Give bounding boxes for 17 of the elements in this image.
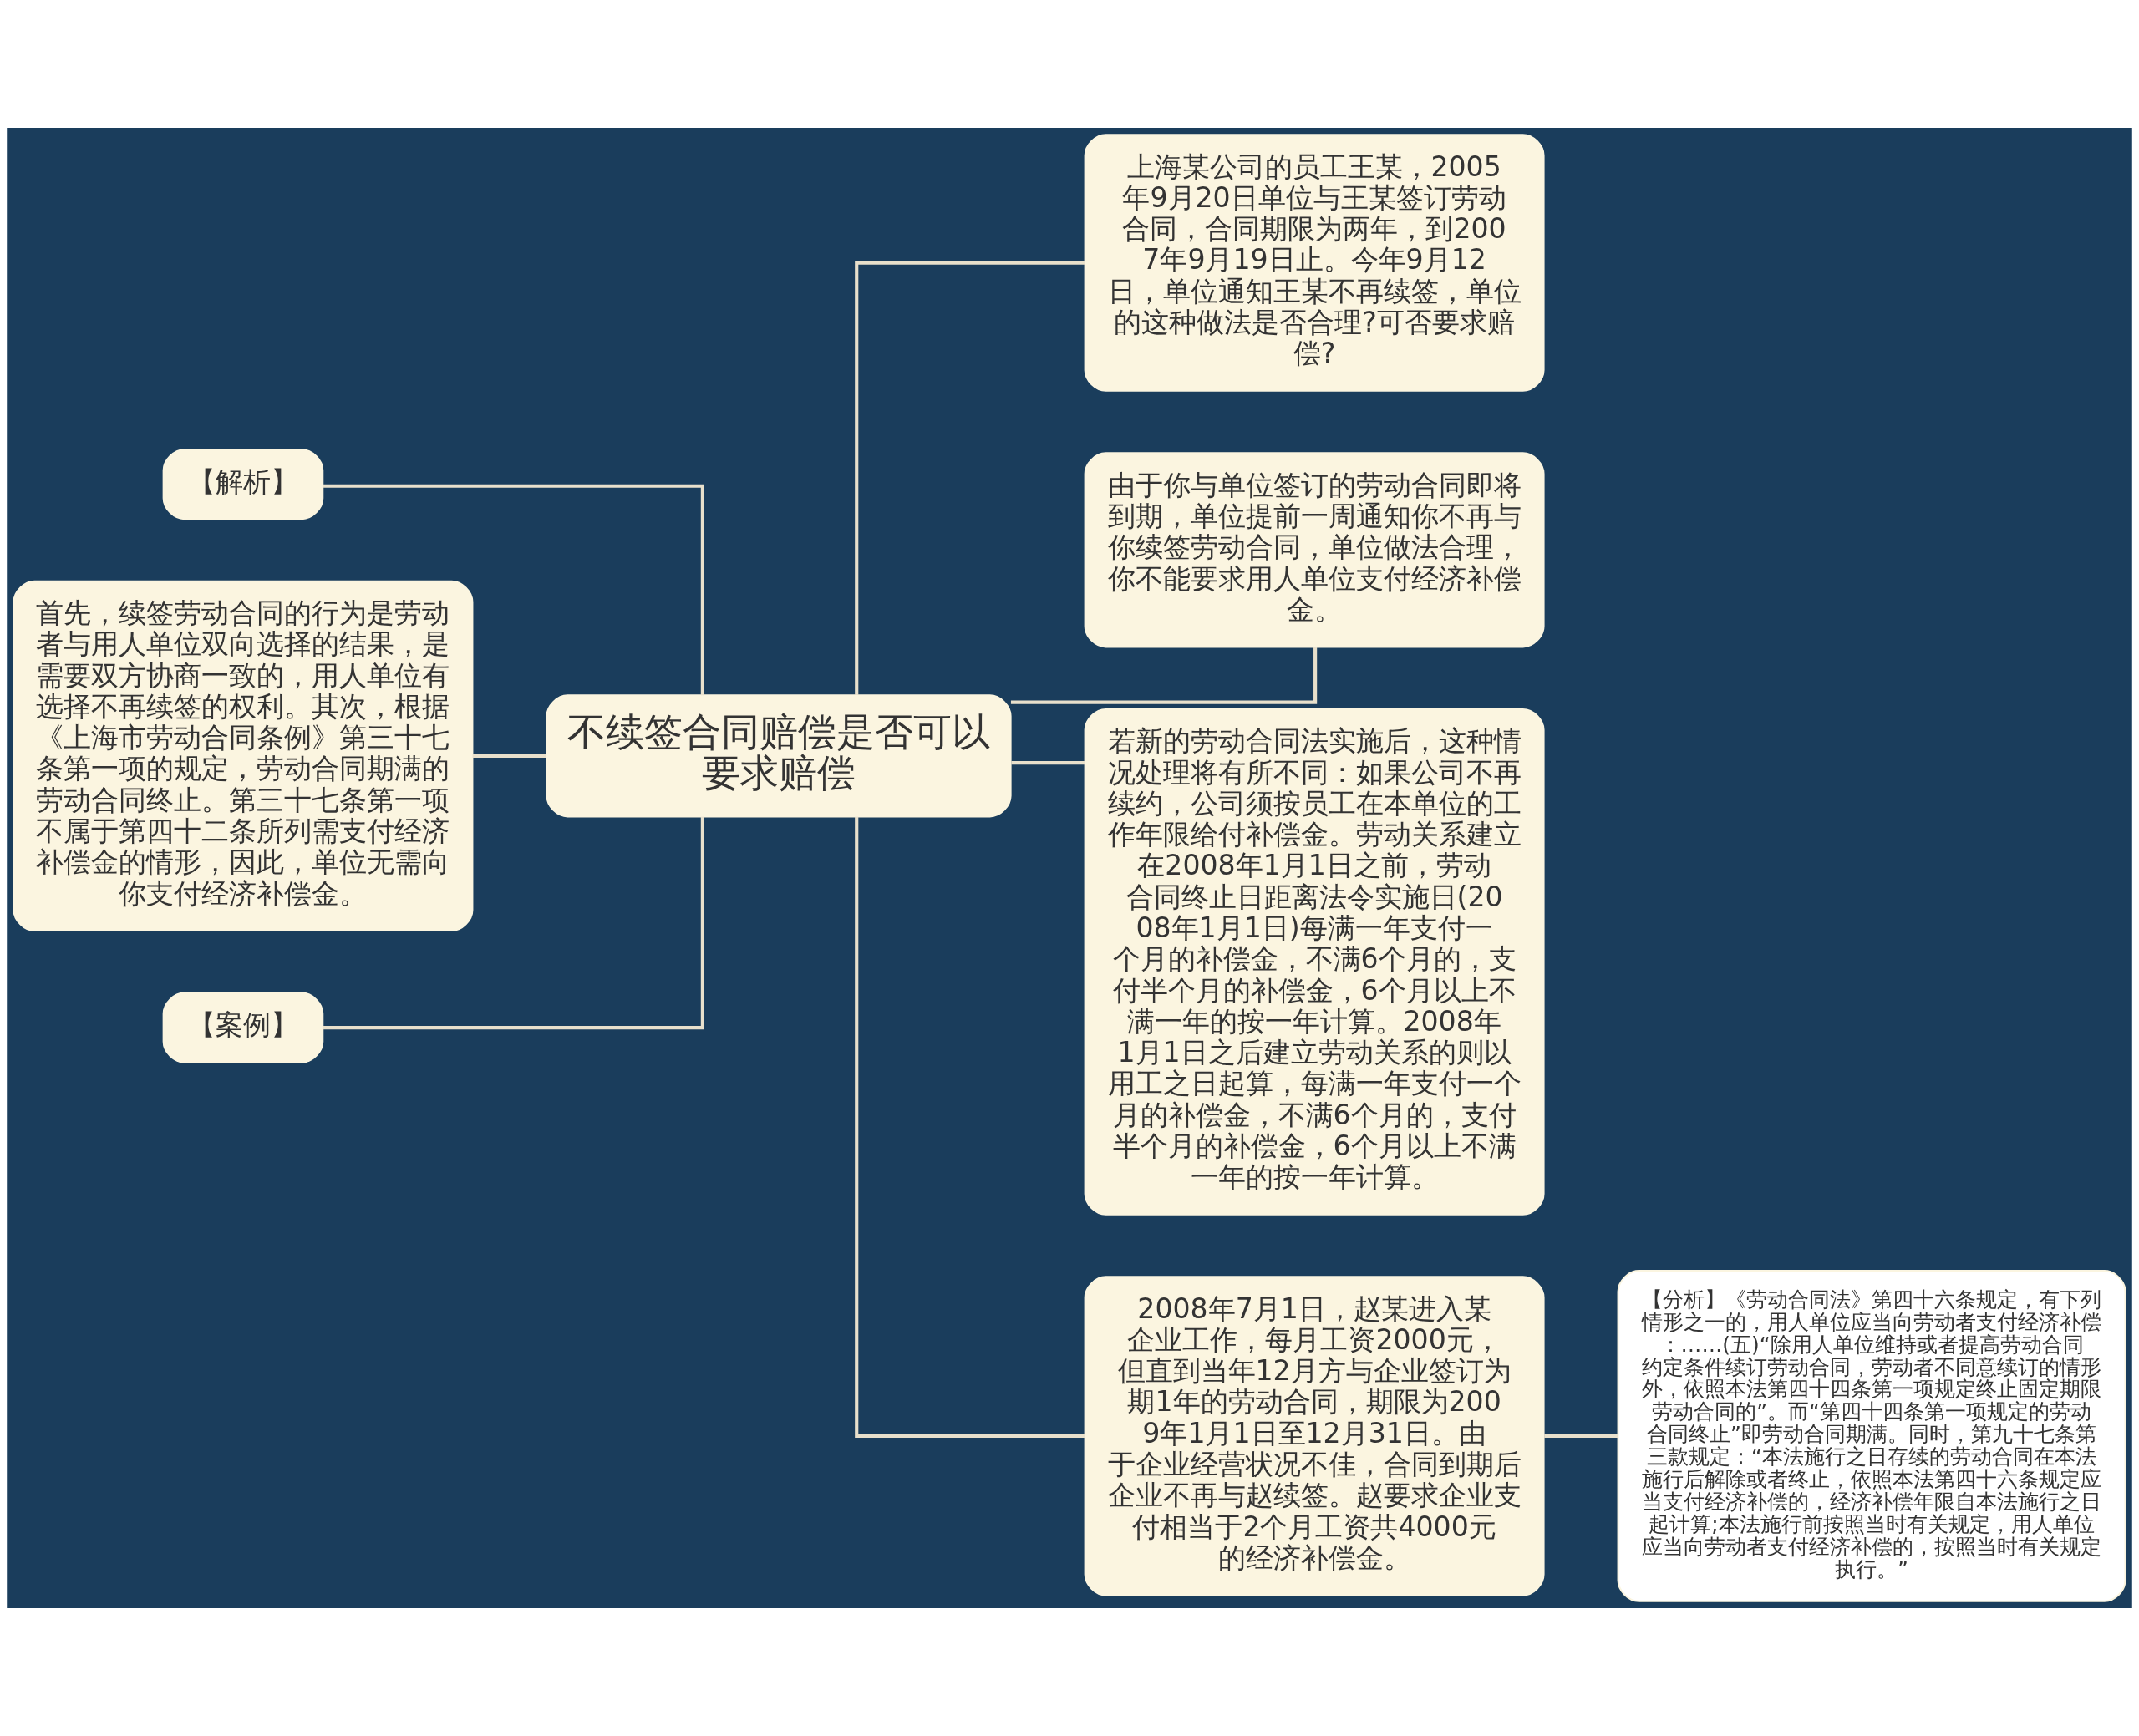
connector [1544, 1434, 1618, 1438]
node-box: 由于你与单位签订的劳动合同即将到期，单位提前一周通知你不再与你续签劳动合同，单位做法合理，你不能要求用人单位支付经济补偿金。 [1084, 452, 1545, 648]
node-box: 【解析】 [162, 449, 324, 520]
node-box: 【分析】《劳动合同法》第四十六条规定，有下列情形之一的，用人单位应当向劳动者支付经济补偿：……(五)“除用人单位维持或者提高劳动合同约定条件续订劳动合同，劳动者不同意续订的情形外，依照本法第四十四条第一项规定终止固定期限劳动合同的”。而“第四十四条第一项规定的劳动合同终止”即劳动合同期满。同时，第九十七条第三款规定：“本法施行之日存续的劳动合同在本法施行后解除或者终止，依照本法第四十六条规定应当支付经济补偿的，经济补偿年限自本法施行之日起计算;本法施行前按照当时有关规定，用人单位应当向劳动者支付经济补偿的，按照当时有关规定执行。” [1617, 1270, 2126, 1602]
connector [855, 816, 1085, 1438]
connector [1011, 761, 1085, 765]
node-box: 【案例】 [162, 992, 324, 1063]
node-box: 上海某公司的员工王某，2005年9月20日单位与王某签订劳动合同，合同期限为两年，到2007年9月19日止。今年9月12日，单位通知王某不再续签，单位的这种做法是否合理?可否要求赔偿? [1084, 134, 1545, 392]
connector [323, 816, 704, 1030]
connector [472, 754, 546, 758]
node-box: 若新的劳动合同法实施后，这种情况处理将有所不同：如果公司不再续约，公司须按员工在本单位的工作年限给付补偿金。劳动关系建立在2008年1月1日之前，劳动合同终止日距离法令实施日(2008年1月1日)每满一年支付一个月的补偿金，不满6个月的，支付半个月的补偿金，6个月以上不满一年的按一年计算。2008年1月1日之后建立劳动关系的则以用工之日起算，每满一年支付一个月的补偿金，不满6个月的，支付半个月的补偿金，6个月以上不满一年的按一年计算。 [1084, 708, 1545, 1216]
connector [1010, 647, 1318, 704]
node-box: 不续签合同赔偿是否可以要求赔偿 [546, 694, 1012, 818]
node-box: 首先，续签劳动合同的行为是劳动者与用人单位双向选择的结果，是需要双方协商一致的，用人单位有选择不再续签的权利。其次，根据《上海市劳动合同条例》第三十七条第一项的规定，劳动合同期满的劳动合同终止。第三十七条第一项不属于第四十二条所列需支付经济补偿金的情形，因此，单位无需向你支付经济补偿金。 [13, 580, 474, 932]
connector [855, 261, 1085, 695]
connector [323, 484, 704, 696]
node-box: 2008年7月1日，赵某进入某企业工作，每月工资2000元，但直到当年12月方与企业签订为期1年的劳动合同，期限为2009年1月1日至12月31日。由于企业经营状况不佳，合同到期后企业不再与赵续签。赵要求企业支付相当于2个月工资共4000元的经济补偿金。 [1084, 1276, 1545, 1596]
